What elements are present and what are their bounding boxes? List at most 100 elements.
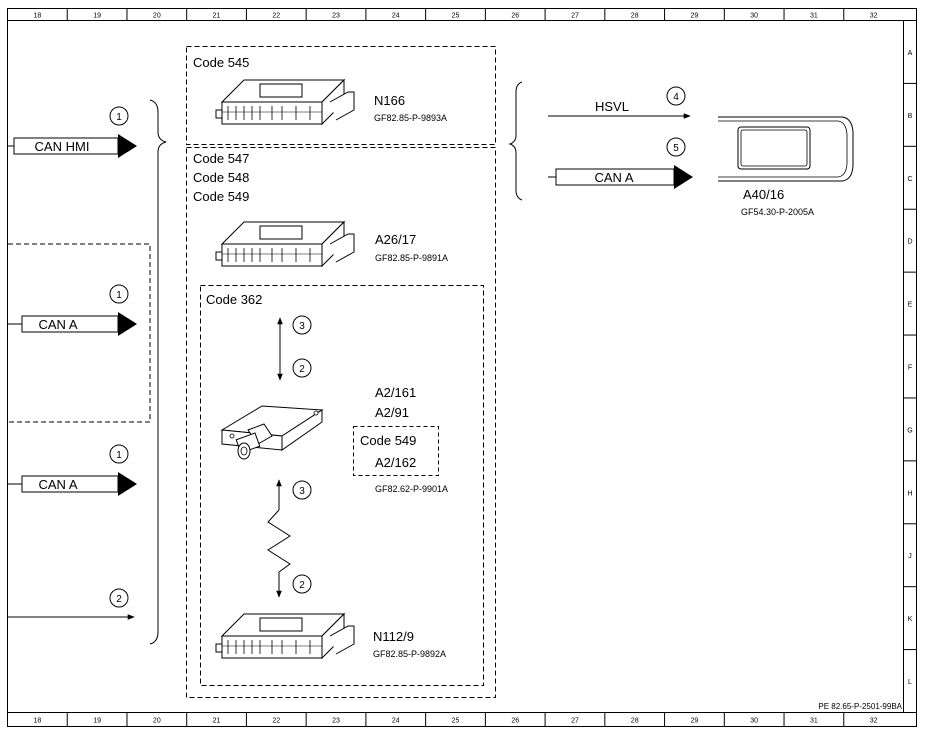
ruler-column-label: 28: [631, 13, 639, 20]
ruler-column-label: 29: [691, 13, 699, 20]
callout-circle: [292, 480, 312, 500]
signal-label: CAN A: [594, 170, 633, 185]
ruler-column-label: 19: [93, 718, 101, 725]
code-label: Code 548: [193, 170, 249, 185]
ruler-column-label: 32: [870, 718, 878, 725]
signal-label: CAN A: [38, 477, 77, 492]
signal-line-bottom: 2: [8, 588, 135, 620]
signal-hsvl: HSVL 4: [548, 86, 691, 119]
signal-can-a-right: CAN A 5: [548, 137, 693, 189]
reference-label: GF82.85-P-9891A: [375, 253, 448, 263]
footer-reference: PE 82.65-P-2501-99BA: [818, 702, 902, 711]
callout-circle: [292, 574, 312, 594]
ruler-column-label: 20: [153, 13, 161, 20]
brace-right: [508, 81, 523, 201]
signal-can-a-mid: CAN A 1: [8, 284, 137, 336]
callout-circle: [109, 106, 129, 126]
ruler-row-label: C: [907, 176, 912, 183]
ruler-row-label: K: [908, 616, 913, 623]
coax-cable-icon: [267, 479, 291, 598]
callout-number: 3: [299, 486, 305, 497]
ruler-row-label: G: [907, 427, 912, 434]
ruler-column-label: 23: [332, 718, 340, 725]
ruler-column-label: 22: [272, 13, 280, 20]
callout-number: 4: [673, 92, 679, 103]
signal-arrow-icon: [118, 472, 137, 496]
ruler-column-label: 18: [33, 718, 41, 725]
ruler-column-label: 24: [392, 13, 400, 20]
callout-circle: [666, 137, 686, 157]
signal-arrow-icon: [118, 134, 137, 158]
reference-label: GF82.85-P-9892A: [373, 649, 446, 659]
ruler-column-label: 25: [452, 13, 460, 20]
ruler-row-label: B: [908, 113, 913, 120]
dashed-group-left: [8, 243, 151, 423]
signal-label: HSVL: [595, 99, 629, 114]
callout-number: 2: [299, 364, 305, 375]
callout-number: 2: [116, 594, 122, 605]
callout-number: 1: [116, 450, 122, 461]
ruler-column-label: 32: [870, 13, 878, 20]
ruler-column-label: 20: [153, 718, 161, 725]
ruler-column-label: 24: [392, 718, 400, 725]
ruler-column-label: 30: [750, 718, 758, 725]
callout-number: 2: [299, 580, 305, 591]
callout-number: 1: [116, 112, 122, 123]
reference-label: GF82.85-P-9893A: [374, 113, 447, 123]
ruler-frame: [7, 8, 917, 727]
ruler-column-label: 22: [272, 718, 280, 725]
callout-circle: [666, 86, 686, 106]
module-label: A26/17: [375, 232, 416, 247]
ruler-column-label: 27: [571, 718, 579, 725]
group-box-547: [186, 147, 496, 698]
ruler-row-label: L: [908, 679, 912, 686]
module-label: A40/16: [743, 187, 784, 202]
ruler-row-label: F: [908, 365, 912, 372]
code-label: Code 549: [360, 433, 416, 448]
ecu-module-icon: [215, 221, 355, 267]
module-label: A2/161: [375, 385, 416, 400]
ruler-column-label: 28: [631, 718, 639, 725]
signal-arrow-icon: [118, 312, 137, 336]
ecu-module-icon: [215, 613, 355, 659]
callout-circle: [292, 315, 312, 335]
ruler-row-label: J: [908, 553, 912, 560]
callout-circle: [109, 588, 129, 608]
callout-number: 3: [299, 321, 305, 332]
code-label: Code 362: [206, 292, 262, 307]
module-label: N166: [374, 93, 405, 108]
callout-circle: [292, 358, 312, 378]
ruler-column-label: 19: [93, 13, 101, 20]
reference-label: GF54.30-P-2005A: [741, 207, 814, 217]
reference-label: GF82.62-P-9901A: [375, 484, 448, 494]
ruler-column-label: 26: [511, 718, 519, 725]
callout-circle: [109, 444, 129, 464]
signal-can-hmi: CAN HMI 1: [8, 106, 137, 158]
code-label: Code 545: [193, 55, 249, 70]
ruler-column-label: 27: [571, 13, 579, 20]
ruler-column-label: 31: [810, 718, 818, 725]
ruler-column-label: 29: [691, 718, 699, 725]
group-box-549-inner: [353, 426, 439, 476]
code-label: Code 549: [193, 189, 249, 204]
module-label: A2/91: [375, 405, 409, 420]
code-label: Code 547: [193, 151, 249, 166]
brace-left: [149, 99, 167, 645]
ruler-column-label: 30: [750, 13, 758, 20]
ruler-column-label: 18: [33, 13, 41, 20]
callout-number: 1: [116, 290, 122, 301]
antenna-module-icon: [220, 405, 324, 460]
group-box-545: [186, 46, 496, 145]
ruler-column-label: 31: [810, 13, 818, 20]
ruler-row-label: A: [908, 50, 913, 57]
group-box-362: [200, 285, 484, 686]
ruler-column-label: 26: [511, 13, 519, 20]
callout-number: 5: [673, 143, 679, 154]
ruler-column-label: 21: [213, 718, 221, 725]
signal-label: CAN A: [38, 317, 77, 332]
ruler-column-label: 25: [452, 718, 460, 725]
